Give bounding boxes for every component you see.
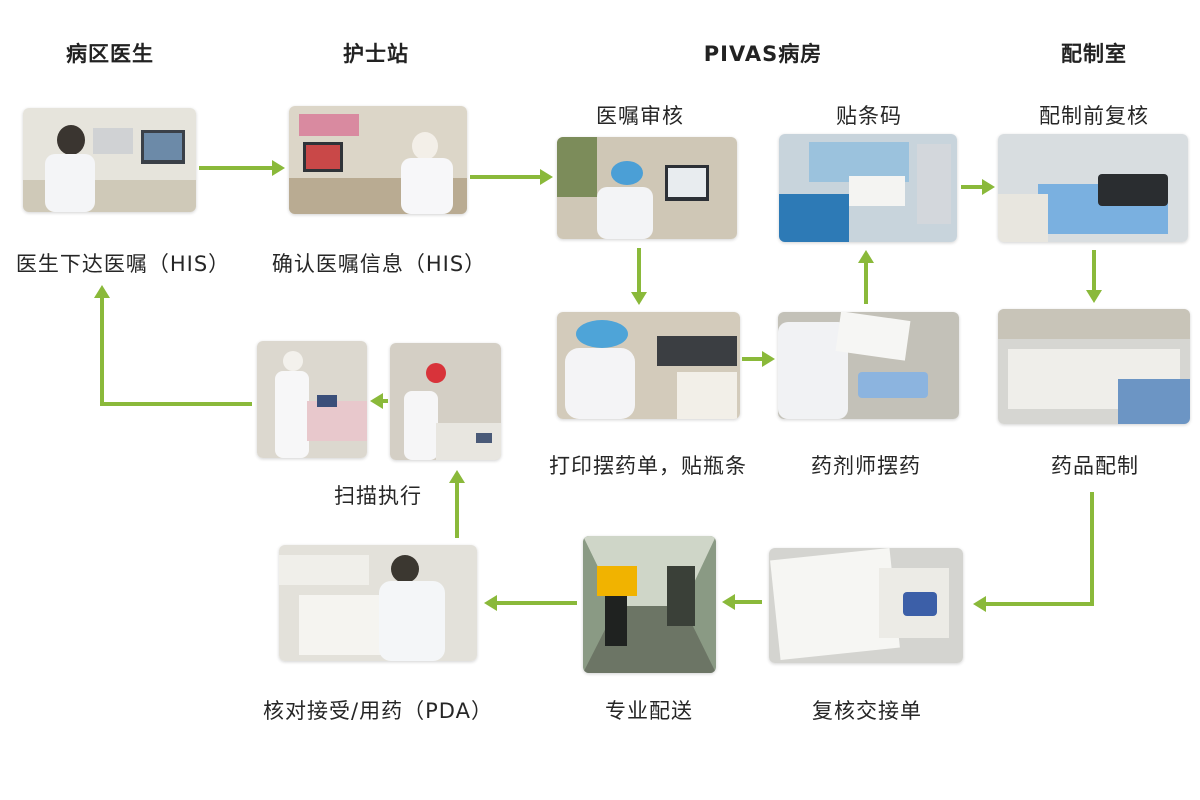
arrow-pda-to-scan bbox=[449, 470, 465, 538]
arrow-doctor-to-nurse-head bbox=[272, 160, 285, 176]
arrow-compound-to-handover-head bbox=[973, 596, 986, 612]
arrow-print-to-sort bbox=[742, 351, 775, 367]
arrow-compound-to-handover-line bbox=[984, 492, 1092, 604]
arrow-barcode-to-precheck bbox=[961, 179, 995, 195]
arrow-delivery-to-pda-head bbox=[484, 595, 497, 611]
arrow-nurse-to-review bbox=[470, 169, 553, 185]
arrow-doctor-to-nurse bbox=[199, 160, 285, 176]
arrow-review-to-print bbox=[631, 248, 647, 305]
arrow-sort-to-barcode bbox=[858, 250, 874, 304]
arrow-bedside-to-doctor-line bbox=[102, 296, 252, 404]
arrow-nurse-to-review-head bbox=[540, 169, 553, 185]
arrow-scan-to-bedside-head bbox=[370, 393, 383, 409]
arrow-delivery-to-pda bbox=[484, 595, 577, 611]
arrow-compound-to-handover bbox=[973, 492, 1092, 612]
arrow-handover-to-delivery-head bbox=[722, 594, 735, 610]
arrow-precheck-to-compound bbox=[1086, 250, 1102, 303]
arrow-sort-to-barcode-head bbox=[858, 250, 874, 263]
arrow-bedside-to-doctor-head bbox=[94, 285, 110, 298]
arrow-bedside-to-doctor bbox=[94, 285, 252, 404]
arrow-print-to-sort-head bbox=[762, 351, 775, 367]
arrow-review-to-print-head bbox=[631, 292, 647, 305]
arrow-precheck-to-compound-head bbox=[1086, 290, 1102, 303]
arrow-handover-to-delivery bbox=[722, 594, 762, 610]
arrow-scan-to-bedside bbox=[370, 393, 388, 409]
arrow-pda-to-scan-head bbox=[449, 470, 465, 483]
arrow-barcode-to-precheck-head bbox=[982, 179, 995, 195]
